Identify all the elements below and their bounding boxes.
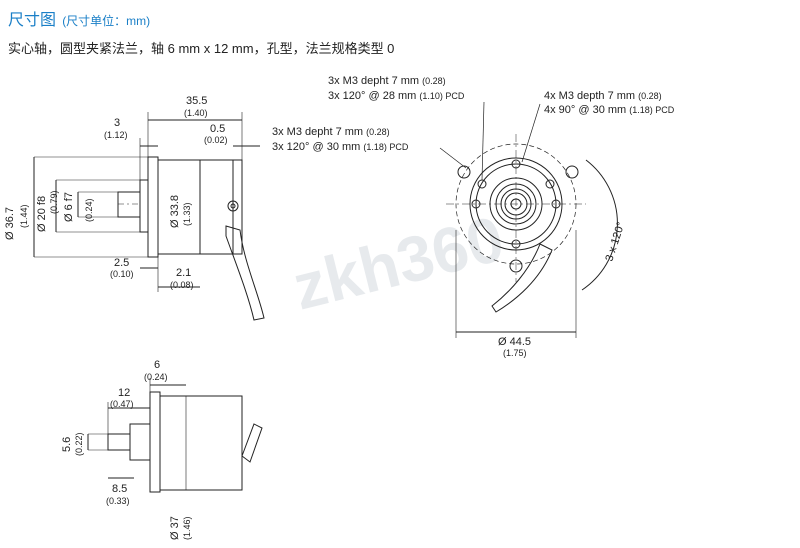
label-05: 0.5 bbox=[210, 123, 225, 135]
bottom-body bbox=[159, 395, 243, 491]
front-angle-arc bbox=[581, 159, 618, 291]
heading-title: 尺寸图 bbox=[8, 12, 57, 29]
bottom-view bbox=[87, 378, 263, 493]
label-445: Ø 44.5 bbox=[498, 336, 531, 348]
label-20f8: Ø 20 f8 bbox=[36, 196, 48, 232]
label-angle: 3 x 120° bbox=[603, 221, 627, 263]
label-20f8-in: (0.79) bbox=[49, 190, 59, 214]
label-37-in: (1.46) bbox=[182, 516, 192, 540]
front-ear-bottom bbox=[509, 259, 523, 273]
label-367: Ø 36.7 bbox=[4, 207, 16, 240]
front-flange-inner bbox=[475, 163, 557, 245]
side-cable bbox=[225, 225, 265, 321]
leader-c bbox=[439, 147, 467, 169]
heading-unit-note: (尺寸单位：mm) bbox=[62, 14, 151, 28]
label-37: Ø 37 bbox=[169, 516, 181, 540]
label-355-in: (1.40) bbox=[184, 108, 208, 118]
label-05-in: (0.02) bbox=[204, 135, 228, 145]
label-21-in: (0.08) bbox=[170, 280, 194, 290]
side-screw-inner bbox=[230, 203, 236, 209]
label-12: 12 bbox=[118, 387, 130, 399]
bottom-flange bbox=[149, 391, 161, 493]
side-shaft bbox=[117, 191, 141, 218]
label-355: 35.5 bbox=[186, 95, 207, 107]
label-25-in: (0.10) bbox=[110, 269, 134, 279]
front-hole-b bbox=[545, 179, 555, 189]
note-a-line1: 3x M3 depht 7 mm (0.28) bbox=[328, 75, 446, 87]
note-b-line2: 4x 90° @ 30 mm (1.18) PCD bbox=[544, 104, 675, 116]
label-21: 2.1 bbox=[176, 267, 191, 279]
leader-a bbox=[481, 101, 485, 181]
bottom-view-labels: 6 (0.24) 12 (0.47) 5.6 (0.22) 8.5 (0.33)… bbox=[61, 359, 192, 540]
label-6f7: Ø 6 f7 bbox=[63, 192, 75, 222]
label-85: 8.5 bbox=[112, 483, 127, 495]
page-subtitle: 实心轴，圆型夹紧法兰，轴 6 mm x 12 mm，孔型，法兰规格类型 0 bbox=[8, 41, 395, 56]
label-445-in: (1.75) bbox=[503, 348, 527, 358]
label-6: 6 bbox=[154, 359, 160, 371]
label-3: 3 bbox=[114, 117, 120, 129]
front-cable bbox=[491, 243, 553, 313]
label-56: 5.6 bbox=[61, 437, 73, 452]
label-85-in: (0.33) bbox=[106, 496, 130, 506]
front-ear-right bbox=[565, 165, 579, 179]
label-6f7-in: (0.24) bbox=[84, 198, 94, 222]
watermark: zkh360 bbox=[286, 202, 511, 324]
label-3-in: (1.12) bbox=[104, 130, 128, 140]
side-view-labels: 35.5 (1.40) 3 (1.12) 0.5 (0.02) Ø 36.7 (… bbox=[4, 95, 228, 290]
note-c-line1: 3x M3 depht 7 mm (0.28) bbox=[272, 126, 390, 138]
label-6-in: (0.24) bbox=[144, 372, 168, 382]
bottom-shaft bbox=[107, 433, 131, 451]
front-hole-a bbox=[477, 179, 487, 189]
front-ear-left bbox=[457, 165, 471, 179]
page-heading: 尺寸图 (尺寸单位：mm) bbox=[8, 6, 150, 30]
bottom-cable bbox=[241, 423, 263, 463]
label-25: 2.5 bbox=[114, 257, 129, 269]
side-view bbox=[33, 112, 265, 321]
side-hub bbox=[139, 179, 149, 233]
note-a-line2: 3x 120° @ 28 mm (1.10) PCD bbox=[328, 90, 465, 102]
side-screw bbox=[227, 200, 239, 212]
bottom-hub bbox=[129, 423, 151, 461]
front-view bbox=[439, 101, 618, 338]
note-c-line2: 3x 120° @ 30 mm (1.18) PCD bbox=[272, 141, 409, 153]
label-12-in: (0.47) bbox=[110, 399, 134, 409]
note-b-line1: 4x M3 depth 7 mm (0.28) bbox=[544, 90, 662, 102]
leader-b bbox=[521, 103, 541, 163]
label-338: Ø 33.8 bbox=[169, 195, 181, 228]
label-367-in: (1.44) bbox=[19, 204, 29, 228]
side-flange bbox=[147, 156, 159, 258]
label-56-in: (0.22) bbox=[74, 432, 84, 456]
label-338-in: (1.33) bbox=[182, 202, 192, 226]
